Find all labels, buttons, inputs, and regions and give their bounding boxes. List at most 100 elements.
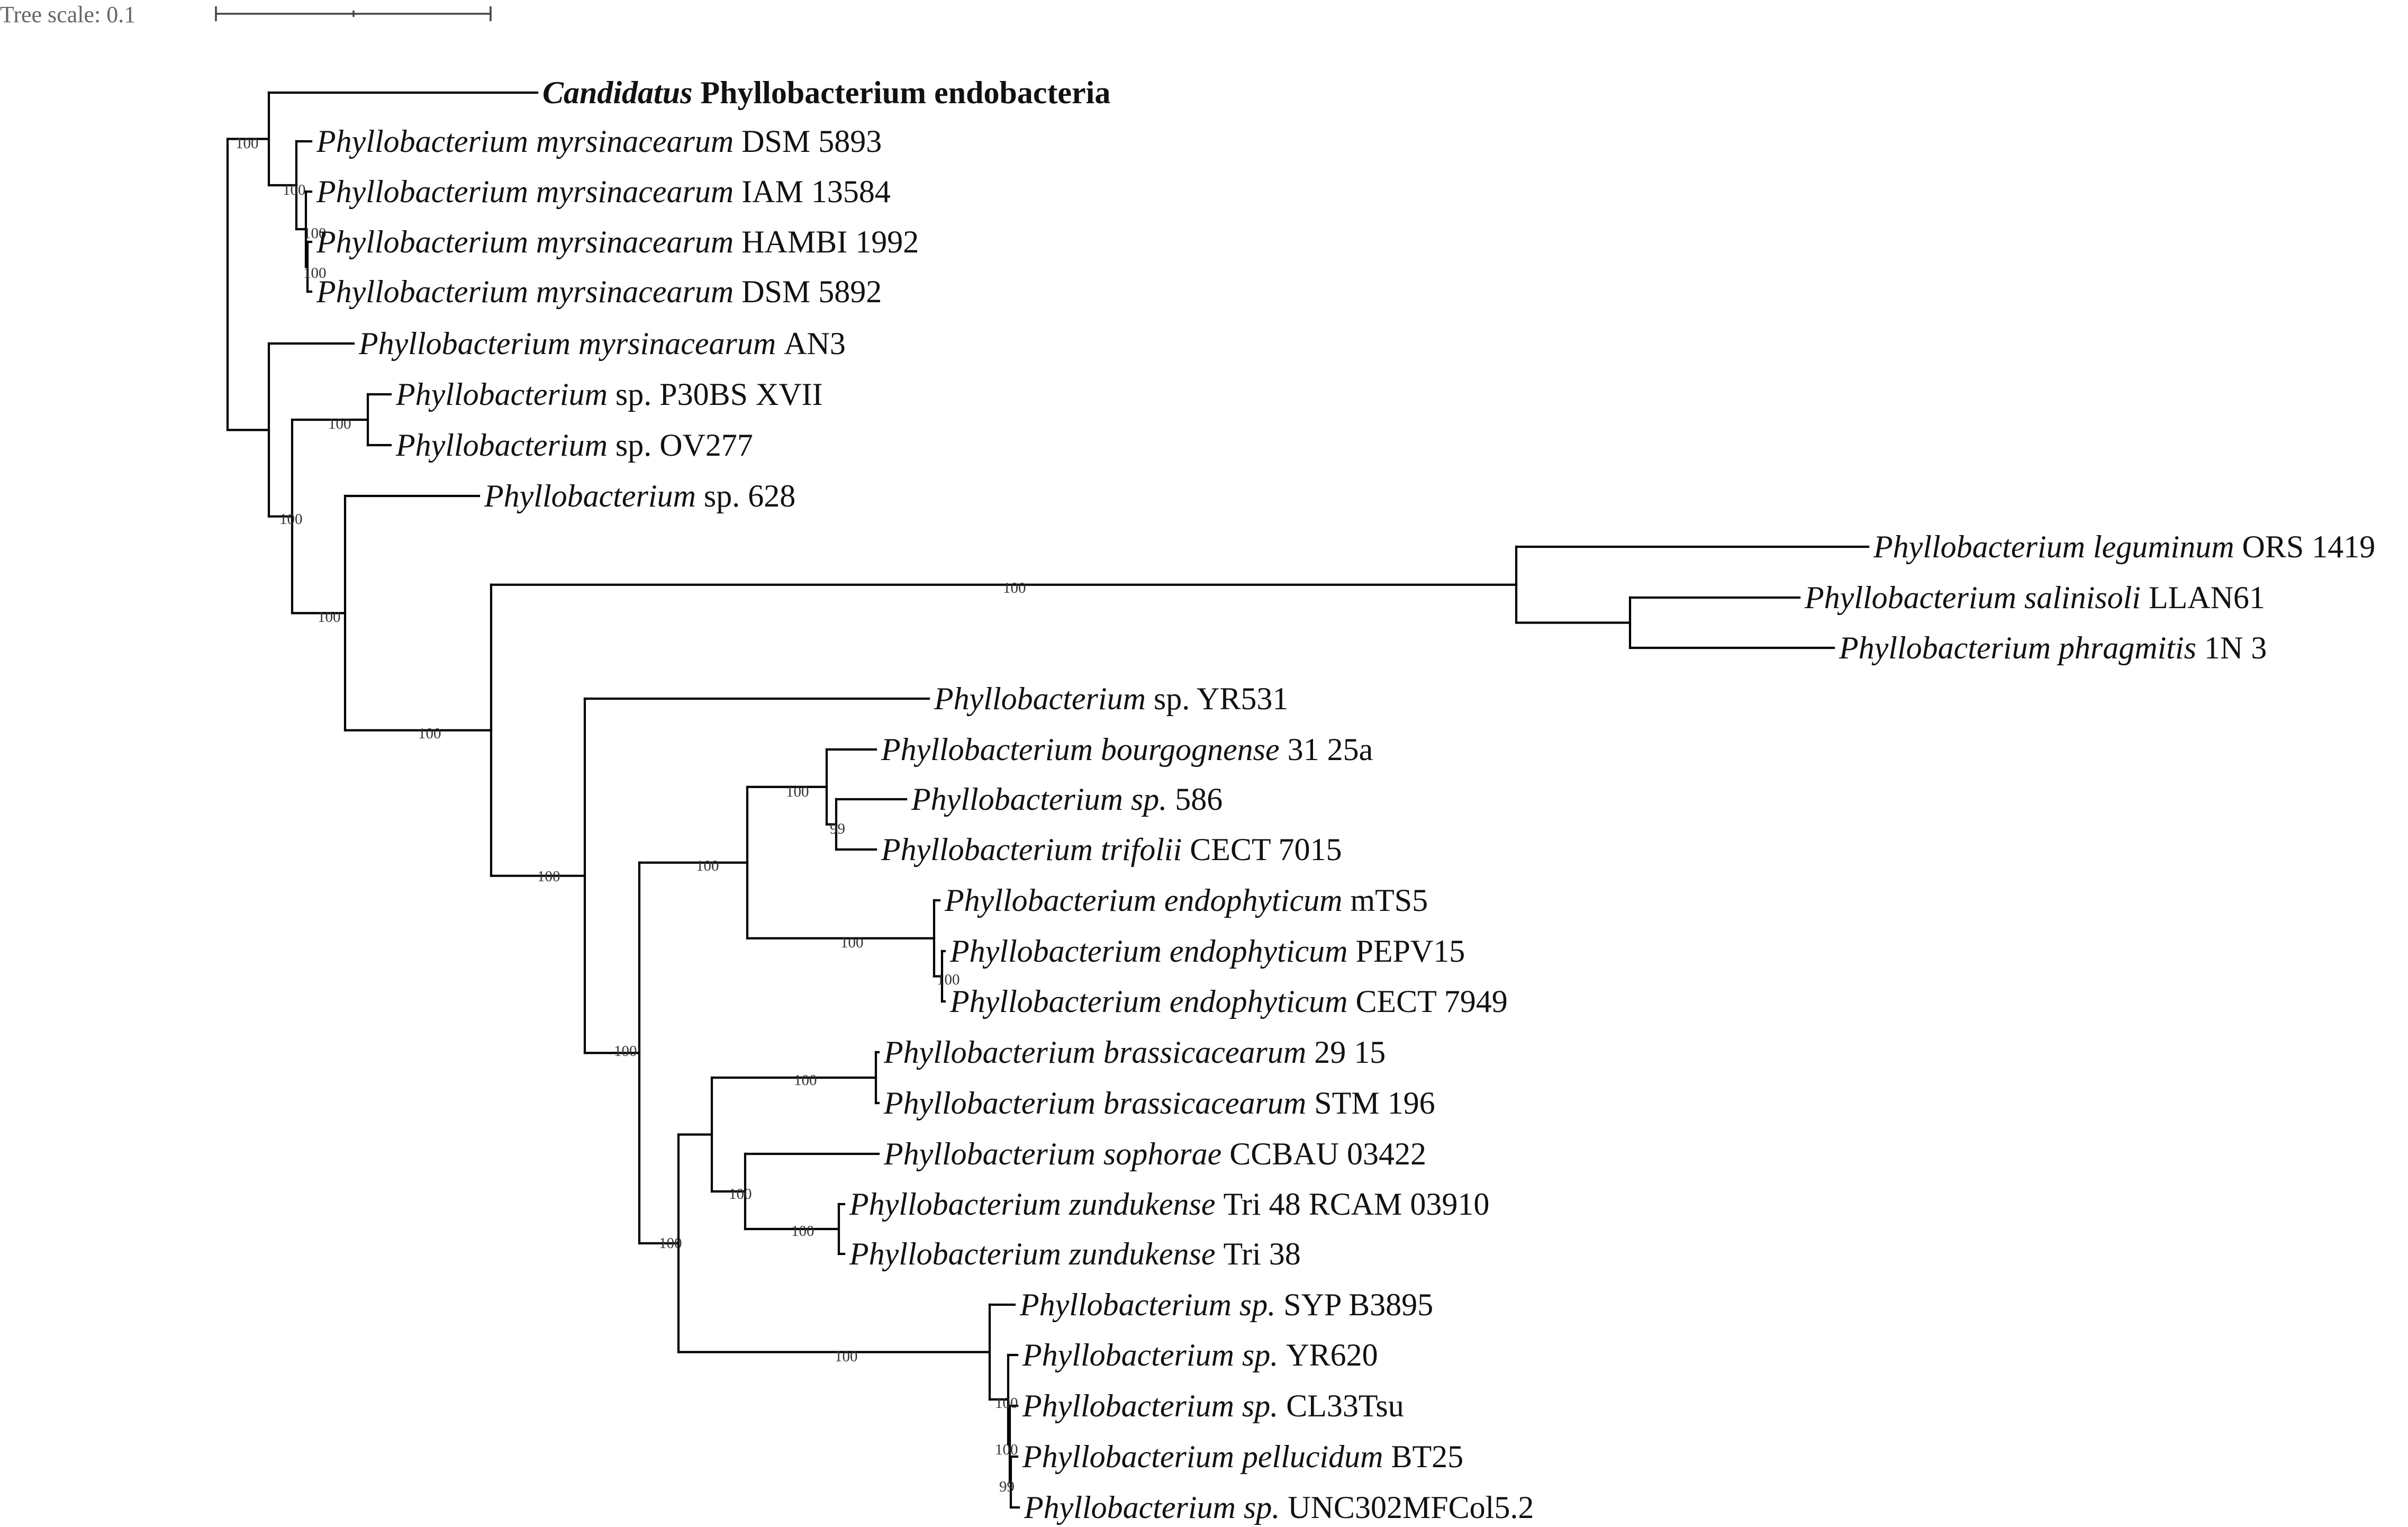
leaf-label-bour: Phyllobacterium bourgognense 31 25a	[881, 732, 1373, 767]
leaf-strain: SYP B3895	[1275, 1287, 1433, 1322]
leaf-strain: mTS5	[1342, 883, 1428, 918]
leaf-label-s628: Phyllobacterium sp. 628	[484, 478, 795, 513]
support-value-n_b: 100	[794, 1072, 817, 1089]
support-value-n_sz: 100	[729, 1186, 752, 1203]
leaf-genus: Phyllobacterium zundukense	[849, 1236, 1216, 1271]
leaf-strain: sp. 628	[696, 478, 795, 513]
leaf-genus: Phyllobacterium myrsinacearum	[316, 174, 734, 209]
leaf-label-unc: Phyllobacterium sp. UNC302MFCol5.2	[1024, 1490, 1534, 1525]
leaf-genus: Phyllobacterium salinisoli	[1804, 580, 2141, 615]
support-value-n_m13584: 100	[283, 182, 306, 198]
leaf-label-m5892: Phyllobacterium myrsinacearum DSM 5892	[316, 274, 882, 309]
leaf-label-an3: Phyllobacterium myrsinacearum AN3	[358, 326, 846, 361]
leaf-label-emts5: Phyllobacterium endophyticum mTS5	[944, 883, 1428, 918]
leaf-strain: sp. YR531	[1146, 681, 1288, 716]
leaf-genus: Phyllobacterium sp.	[1019, 1287, 1275, 1322]
leaf-strain: DSM 5893	[734, 124, 882, 159]
leaf-label-yr620: Phyllobacterium sp. YR620	[1022, 1338, 1378, 1372]
leaf-strain: Tri 48 RCAM 03910	[1216, 1187, 1490, 1222]
leaf-strain: DSM 5892	[734, 274, 882, 309]
leaf-genus: Phyllobacterium	[395, 377, 608, 412]
leaf-label-pell: Phyllobacterium pellucidum BT25	[1022, 1439, 1463, 1474]
leaf-label-yr531: Phyllobacterium sp. YR531	[934, 681, 1288, 716]
leaf-genus: Phyllobacterium endophyticum	[944, 883, 1342, 918]
leaf-strain: BT25	[1383, 1439, 1464, 1474]
leaf-label-s586: Phyllobacterium sp. 586	[911, 782, 1223, 817]
leaf-label-b2915: Phyllobacterium brassicacearum 29 15	[883, 1035, 1386, 1070]
leaf-label-phr: Phyllobacterium phragmitis 1N 3	[1839, 630, 2267, 665]
leaf-genus: Phyllobacterium brassicacearum	[883, 1086, 1306, 1121]
leaf-label-ecect: Phyllobacterium endophyticum CECT 7949	[949, 984, 1508, 1019]
leaf-genus: Phyllobacterium myrsinacearum	[358, 326, 776, 361]
leaf-label-m1992: Phyllobacterium myrsinacearum HAMBI 1992	[316, 224, 919, 259]
leaf-strain: 29 15	[1306, 1035, 1386, 1070]
leaf-label-cl33: Phyllobacterium sp. CL33Tsu	[1022, 1388, 1404, 1423]
leaf-strain: 31 25a	[1280, 732, 1373, 767]
leaf-genus: Phyllobacterium myrsinacearum	[316, 274, 734, 309]
tree-scale-label: Tree scale: 0.1	[0, 2, 135, 28]
leaf-strain: CCBAU 03422	[1221, 1136, 1426, 1171]
leaf-genus: Phyllobacterium sophorae	[883, 1136, 1221, 1171]
support-value-n_z: 100	[791, 1223, 814, 1240]
support-value-n_unc: 99	[999, 1478, 1015, 1495]
leaf-strain: Tri 38	[1216, 1236, 1301, 1271]
support-value-n_salphr: 100	[1003, 580, 1026, 597]
tree-scale: Tree scale: 0.1	[0, 2, 492, 28]
leaf-genus: Phyllobacterium myrsinacearum	[316, 224, 734, 259]
leaf-strain: CL33Tsu	[1278, 1388, 1404, 1423]
support-value-n_long: 100	[537, 868, 560, 885]
leaf-label-m13584: Phyllobacterium myrsinacearum IAM 13584	[316, 174, 891, 209]
support-value-n_inner: 100	[614, 1043, 637, 1060]
leaf-strain: sp. OV277	[608, 428, 753, 463]
support-value-n_g2: 100	[659, 1235, 682, 1252]
leaf-genus: Phyllobacterium leguminum	[1873, 529, 2234, 564]
leaf-strain: ORS 1419	[2234, 529, 2376, 564]
support-value-n_cl33: 100	[995, 1395, 1018, 1412]
leaf-label-p30: Phyllobacterium sp. P30BS XVII	[395, 377, 823, 412]
leaf-strain: PEPV15	[1347, 934, 1465, 969]
leaf-genus: Phyllobacterium sp.	[911, 782, 1167, 817]
support-value-n_g1: 100	[696, 857, 719, 874]
leaf-strain: Phyllobacterium endobacteria	[692, 75, 1110, 110]
leaf-strain: sp. P30BS XVII	[608, 377, 823, 412]
support-value-n_bigB: 100	[318, 609, 341, 626]
leaf-label-epepv: Phyllobacterium endophyticum PEPV15	[949, 934, 1465, 969]
leaf-genus: Phyllobacterium brassicacearum	[883, 1035, 1306, 1070]
leaf-label-z38: Phyllobacterium zundukense Tri 38	[849, 1236, 1301, 1271]
leaf-genus: Phyllobacterium pellucidum	[1022, 1439, 1383, 1474]
leaf-strain: STM 196	[1306, 1086, 1435, 1121]
leaf-genus: Phyllobacterium	[934, 681, 1146, 716]
leaf-labels: Candidatus Phyllobacterium endobacteriaP…	[316, 75, 2375, 1525]
leaf-label-cand: Candidatus Phyllobacterium endobacteria	[542, 75, 1110, 110]
leaf-genus: Phyllobacterium sp.	[1022, 1338, 1278, 1372]
leaf-strain: UNC302MFCol5.2	[1280, 1490, 1534, 1525]
leaf-genus: Phyllobacterium	[484, 478, 696, 513]
leaf-label-z48: Phyllobacterium zundukense Tri 48 RCAM 0…	[849, 1187, 1489, 1222]
support-values: 100 100 100 100 100 99 100 100 100 100 100 100 100 99…	[236, 135, 1026, 1495]
leaf-label-syp: Phyllobacterium sp. SYP B3895	[1019, 1287, 1433, 1322]
support-value-n_586: 99	[830, 820, 845, 837]
support-value-n_m5892: 100	[303, 265, 327, 282]
support-value-n_endo: 100	[840, 934, 864, 951]
leaf-strain: YR620	[1278, 1338, 1378, 1372]
leaf-genus: Phyllobacterium sp.	[1024, 1490, 1280, 1525]
leaf-strain: AN3	[776, 326, 846, 361]
leaf-strain: HAMBI 1992	[734, 224, 919, 259]
leaf-genus: Candidatus	[542, 75, 692, 110]
leaf-genus: Phyllobacterium myrsinacearum	[316, 124, 734, 159]
leaf-label-leg: Phyllobacterium leguminum ORS 1419	[1873, 529, 2375, 564]
support-value-n_pell: 100	[995, 1441, 1018, 1458]
leaf-genus: Phyllobacterium trifolii	[881, 832, 1182, 867]
leaf-strain: CECT 7015	[1182, 832, 1342, 867]
leaf-strain: LLAN61	[2141, 580, 2265, 615]
leaf-genus: Phyllobacterium bourgognense	[881, 732, 1280, 767]
support-value-n_bour: 100	[786, 783, 809, 800]
leaf-genus: Phyllobacterium endophyticum	[949, 984, 1347, 1019]
leaf-strain: IAM 13584	[734, 174, 891, 209]
leaf-label-soph: Phyllobacterium sophorae CCBAU 03422	[883, 1136, 1426, 1171]
leaf-label-tri: Phyllobacterium trifolii CECT 7015	[881, 832, 1342, 867]
branches	[226, 91, 1870, 1509]
support-value-n_sp: 100	[835, 1348, 858, 1365]
support-value-n_m1992: 100	[303, 225, 327, 242]
